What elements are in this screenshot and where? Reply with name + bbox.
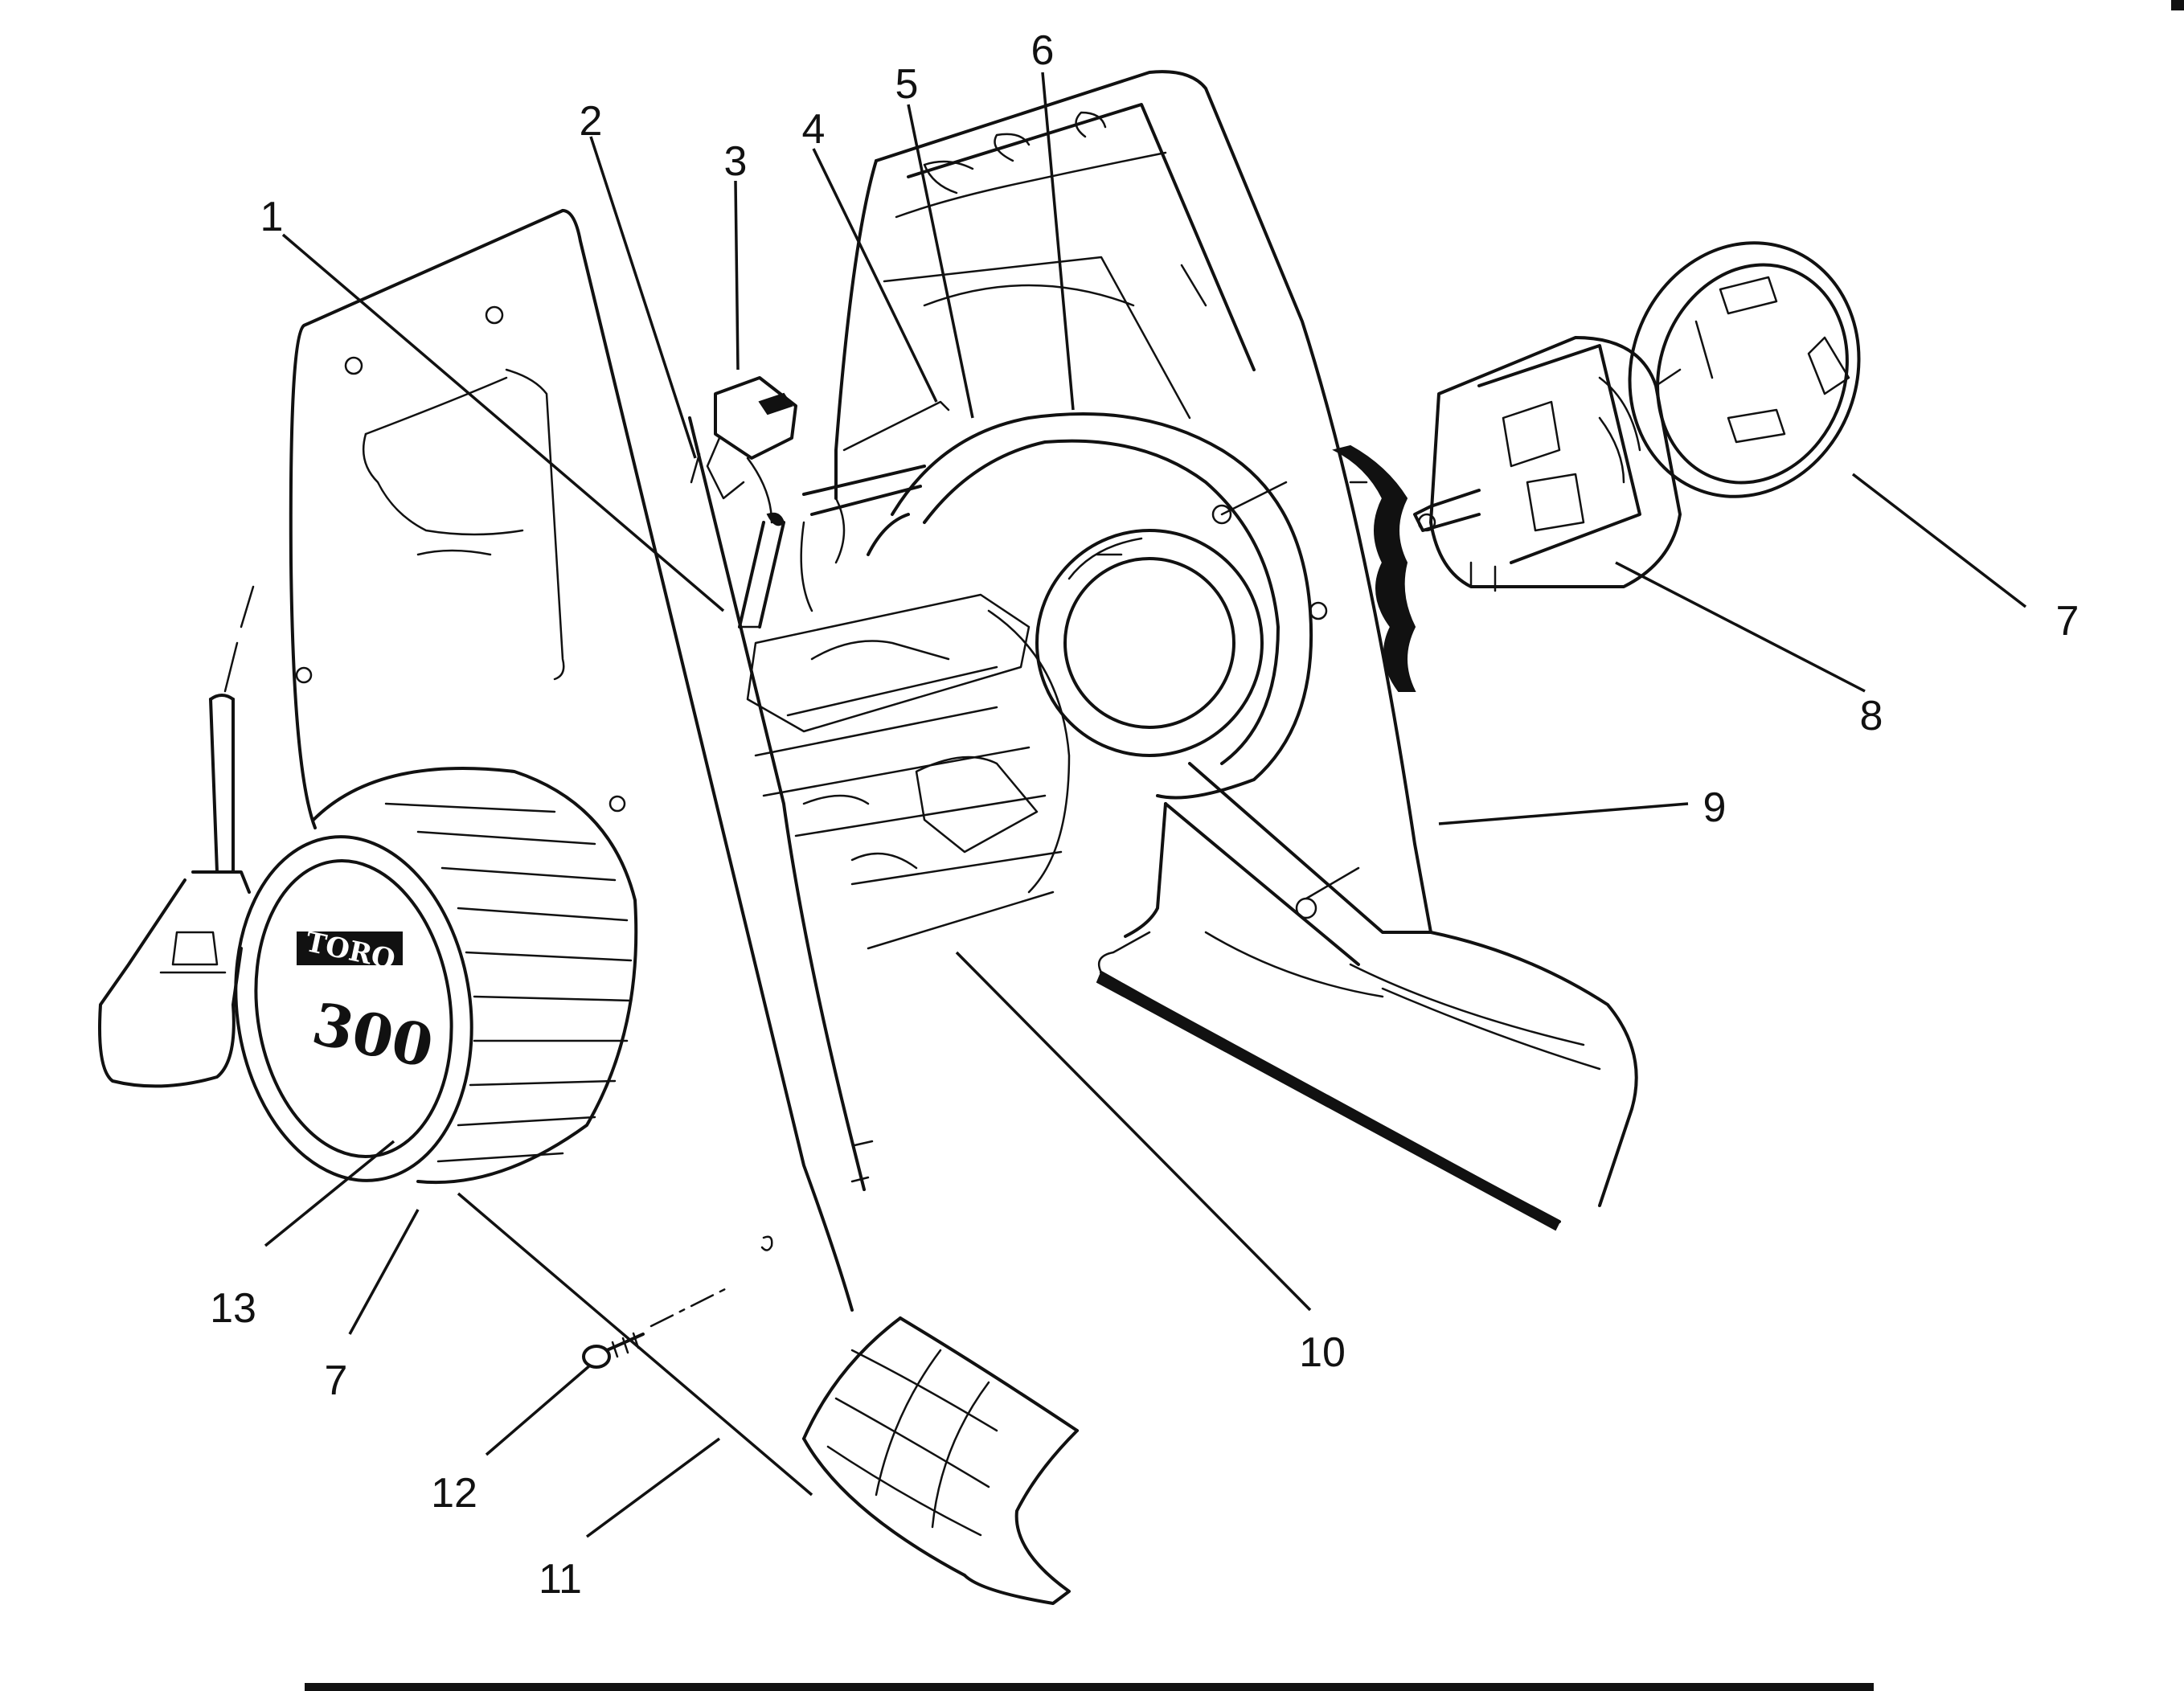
fan-model-label: 300 — [307, 989, 440, 1080]
switch-wiring — [690, 376, 950, 628]
callout-9: 9 — [1703, 784, 1727, 831]
leader-7-left — [348, 1209, 420, 1335]
callout-5: 5 — [895, 61, 919, 108]
leader-1 — [281, 233, 725, 612]
callout-8: 8 — [1860, 693, 1883, 739]
callout-10: 10 — [1299, 1329, 1346, 1376]
leader-11 — [585, 1437, 721, 1538]
screw — [582, 1235, 773, 1369]
fan-impeller: TORO 300 — [234, 767, 638, 1185]
leader-10 — [955, 951, 1312, 1312]
callout-1: 1 — [260, 194, 284, 240]
leader-2 — [589, 136, 697, 459]
leader-9 — [1438, 802, 1689, 825]
fan-volute — [891, 412, 1328, 800]
motor — [1413, 336, 1682, 592]
page-edge-marks — [305, 0, 2184, 1691]
leader-fan-to-tube — [457, 1192, 813, 1497]
callout-numbers: 1 2 3 4 5 6 7 8 9 10 11 12 13 7 — [210, 27, 2079, 1603]
left-outlet-tube — [802, 1316, 1079, 1605]
callout-4: 4 — [802, 106, 826, 153]
leader-5 — [907, 104, 974, 419]
callout-11: 11 — [539, 1556, 582, 1603]
leader-6 — [1041, 72, 1075, 411]
motor-end-cap — [1628, 241, 1861, 498]
callout-12: 12 — [431, 1470, 477, 1517]
callout-3: 3 — [724, 138, 748, 185]
leader-4 — [812, 148, 938, 403]
callout-13: 13 — [210, 1285, 256, 1332]
callout-2: 2 — [580, 98, 603, 145]
leader-12 — [485, 1363, 592, 1456]
callout-6: 6 — [1031, 27, 1055, 74]
leader-7-right — [1851, 473, 2027, 608]
callout-7-left: 7 — [325, 1357, 348, 1404]
leader-8 — [1615, 561, 1866, 693]
left-housing-half — [289, 209, 874, 1312]
cord-assembly — [98, 585, 255, 1088]
fan-cage — [746, 593, 1071, 950]
right-housing-half — [834, 70, 1638, 1231]
leader-lines — [264, 72, 2027, 1538]
callout-7-right: 7 — [2056, 598, 2080, 645]
leader-3 — [734, 180, 740, 371]
leader-13 — [264, 1140, 395, 1247]
